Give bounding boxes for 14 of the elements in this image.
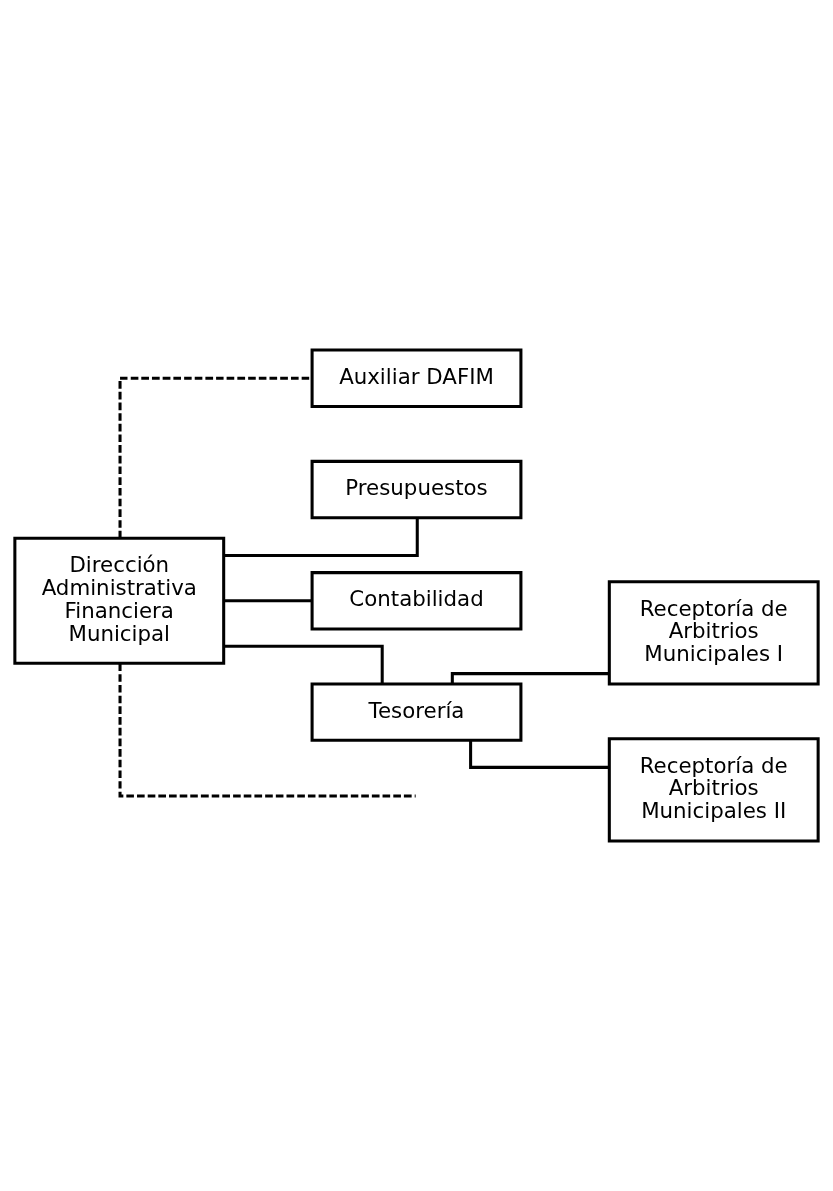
node-box: Receptoría de Arbitrios Municipales II xyxy=(607,737,820,843)
node-box: Receptoría de Arbitrios Municipales I xyxy=(607,580,820,686)
connector xyxy=(118,663,416,798)
connector xyxy=(223,644,384,684)
node-box: Presupuestos xyxy=(310,459,523,520)
connector xyxy=(223,517,419,557)
connector xyxy=(450,672,609,684)
node-box: Contabilidad xyxy=(310,571,523,631)
connector xyxy=(469,740,610,769)
connector xyxy=(118,376,312,539)
node-box: Auxiliar DAFIM xyxy=(310,348,523,408)
node-box: Tesorería xyxy=(310,682,523,742)
connector xyxy=(224,599,312,603)
node-box: Dirección Administrativa Financiera Municipal xyxy=(13,536,226,665)
